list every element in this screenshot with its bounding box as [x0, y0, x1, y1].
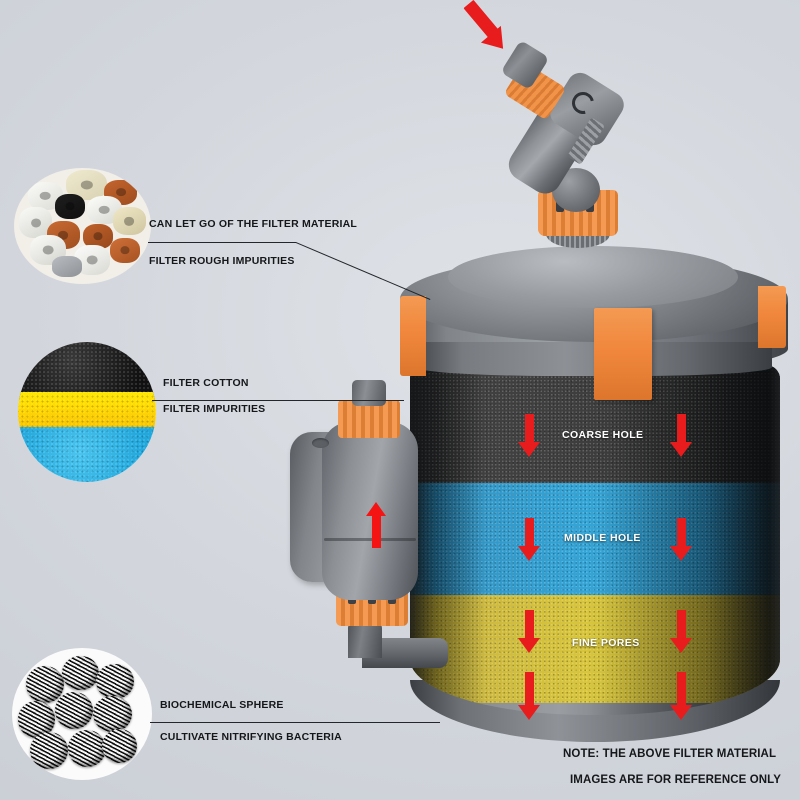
- media-label-fine: FINE PORES: [572, 637, 640, 649]
- callout-bioball-line1: BIOCHEMICAL SPHERE: [160, 699, 284, 711]
- leader-line-cotton: [152, 400, 404, 402]
- pump-top-nut[interactable]: [338, 400, 400, 438]
- inlet-valve-assembly[interactable]: [500, 39, 660, 270]
- flow-arrow-outlet-right: [670, 672, 694, 724]
- callout-cotton-line2: FILTER IMPURITIES: [163, 403, 266, 415]
- pump-outlet-pipe: [352, 380, 386, 406]
- media-label-middle: MIDDLE HOLE: [564, 532, 641, 544]
- callout-cotton-line1: FILTER COTTON: [163, 377, 249, 389]
- lid-clamp-left[interactable]: [400, 296, 426, 376]
- swatch-filter-sponge: [18, 342, 156, 482]
- lid-dome: [448, 246, 738, 308]
- swatch-bio-balls: [12, 648, 152, 780]
- leader-line-ceramic-horizontal: [148, 242, 296, 244]
- flow-arrow-fine-right: [670, 610, 694, 656]
- pump-seam: [324, 538, 416, 541]
- sponge-layer-fine: [18, 427, 156, 482]
- leader-line-bioball: [150, 722, 440, 724]
- flow-arrow-coarse-right: [670, 414, 694, 460]
- sponge-layer-medium: [18, 392, 156, 431]
- sponge-layer-coarse: [18, 342, 156, 401]
- note-line1: NOTE: THE ABOVE FILTER MATERIAL: [563, 748, 777, 760]
- flow-arrow-fine-left: [518, 610, 542, 656]
- pump-flow-arrow: [366, 502, 388, 548]
- pump-vent-port: [312, 438, 329, 448]
- callout-ceramic-line1: CAN LET GO OF THE FILTER MATERIAL: [149, 218, 358, 230]
- flow-arrow-outlet-left: [518, 672, 542, 724]
- outlet-elbow-vertical: [348, 622, 382, 658]
- note-line2: IMAGES ARE FOR REFERENCE ONLY: [570, 774, 781, 786]
- canister-filter-body: [396, 246, 792, 742]
- pump-module: [286, 380, 448, 676]
- media-layer-fine: [410, 595, 780, 703]
- callout-bioball-line2: CULTIVATE NITRIFYING BACTERIA: [160, 731, 342, 743]
- flow-arrow-middle-right: [670, 518, 694, 564]
- flow-arrow-middle-left: [518, 518, 542, 564]
- lid-clamp-right[interactable]: [758, 286, 786, 348]
- media-label-coarse: COARSE HOLE: [562, 429, 644, 441]
- flow-arrow-coarse-left: [518, 414, 542, 460]
- callout-ceramic-line2: FILTER ROUGH IMPURITIES: [149, 255, 295, 267]
- inlet-flow-arrow: [462, 0, 518, 60]
- lid-clamp-front[interactable]: [594, 308, 652, 400]
- swatch-ceramic-rings: [14, 168, 151, 284]
